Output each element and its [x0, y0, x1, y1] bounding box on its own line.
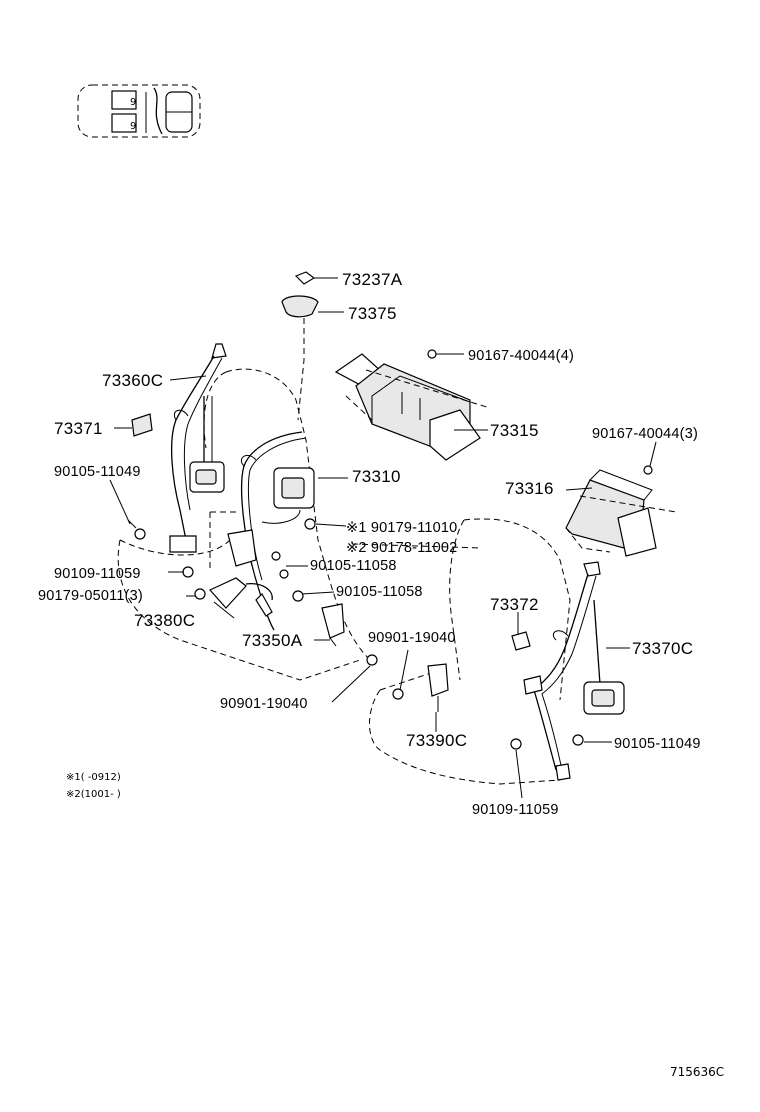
guide-73371-drawing	[131, 413, 153, 437]
seatbelt-73360C-drawing	[169, 343, 227, 553]
anchor-cluster-drawing	[227, 529, 289, 579]
footnote-1: ※1( -0912)	[66, 772, 121, 783]
label-90105-11049-right: 90105-11049	[614, 736, 701, 752]
leader-lines	[109, 277, 657, 799]
label-73310: 73310	[352, 467, 401, 486]
bolt-90901-19040-a	[366, 654, 378, 666]
cover-73375-drawing	[281, 295, 319, 318]
label-73370C: 73370C	[632, 639, 693, 658]
seatbelt-73370C-drawing	[523, 561, 625, 781]
washer-90179-05011	[194, 588, 206, 600]
anchor-73372-drawing	[511, 631, 531, 651]
label-73390C: 73390C	[406, 731, 467, 750]
label-90179-05011-3: 90179-05011(3)	[38, 588, 143, 604]
bolt-90109-11059-left	[182, 566, 194, 578]
bolt-90901-19040-b	[392, 688, 404, 700]
label-73380C: 73380C	[134, 611, 195, 630]
bolt-90167-b	[643, 465, 653, 475]
clip-73237A-drawing	[294, 271, 316, 285]
label-90901-19040-a: 90901-19040	[368, 630, 456, 646]
bolt-90105-11049-left	[127, 519, 146, 540]
label-73372: 73372	[490, 595, 539, 614]
bracket-73316-drawing	[565, 469, 677, 557]
bolt-90105-11058-b	[292, 590, 304, 602]
label-90167-40044-4: 90167-40044(4)	[468, 348, 574, 364]
label-90178-11002: ※2 90178-11002	[346, 540, 457, 556]
label-90105-11058-a: 90105-11058	[310, 558, 397, 574]
buckle-73390C-drawing	[427, 663, 449, 712]
bolt-90105-11049-right	[572, 734, 584, 746]
buckle-73380C-drawing	[209, 577, 273, 617]
vehicle-locator-icon: 9 9	[77, 84, 201, 138]
label-90105-11049-left: 90105-11049	[54, 464, 141, 480]
label-90105-11058-b: 90105-11058	[336, 584, 423, 600]
label-90109-11059-left: 90109-11059	[54, 566, 141, 582]
label-73350A: 73350A	[242, 631, 303, 650]
label-73371: 73371	[54, 419, 103, 438]
locator-digit-b: 9	[130, 121, 136, 132]
shelf-bracket-73315-drawing	[334, 353, 491, 461]
bolt-90167-a	[427, 349, 437, 359]
figure-code: 715636C	[670, 1065, 724, 1079]
rear-seat-outline	[369, 518, 571, 785]
label-73316: 73316	[505, 479, 554, 498]
label-90167-40044-3: 90167-40044(3)	[592, 426, 698, 442]
label-73315: 73315	[490, 421, 539, 440]
label-90109-11059-right: 90109-11059	[472, 802, 559, 818]
label-90179-11010: ※1 90179-11010	[346, 520, 457, 536]
label-73360C: 73360C	[102, 371, 163, 390]
locator-digit-a: 9	[130, 97, 136, 108]
bolt-90109-11059-right	[510, 738, 522, 750]
label-73237A: 73237A	[342, 270, 403, 289]
footnote-2: ※2(1001- )	[66, 789, 121, 800]
label-90901-19040-b: 90901-19040	[220, 696, 308, 712]
label-73375: 73375	[348, 304, 397, 323]
buckle-73350A-drawing	[321, 603, 345, 647]
